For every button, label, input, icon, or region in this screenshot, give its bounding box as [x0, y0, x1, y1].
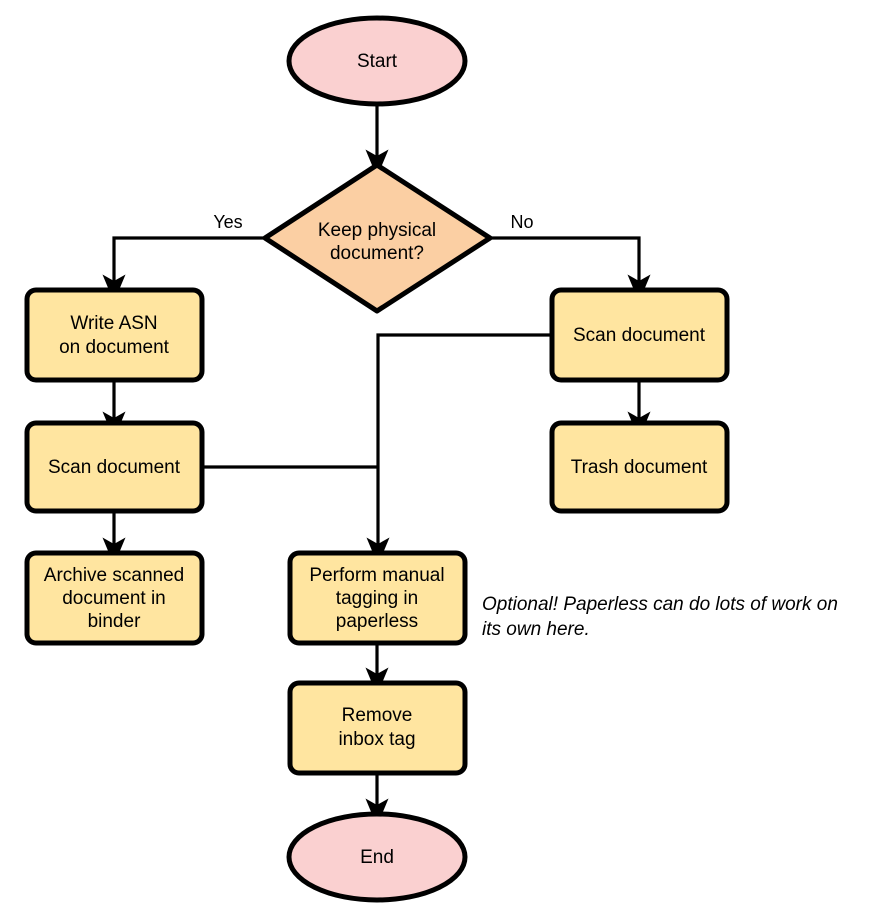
archive-label-line1: Archive scanned: [44, 565, 184, 586]
manual-tagging-label-line1: Perform manual: [309, 565, 444, 586]
edge-decision-yes-to-write-asn: [102, 236, 265, 303]
manual-tagging-box: [287, 550, 468, 646]
node-decision-keep-physical-document[interactable]: Keep physical document?: [262, 162, 493, 314]
write-asn-label-line2: on document: [59, 337, 170, 358]
end-ellipse: [286, 811, 468, 903]
edge-scan-right-to-manual-tagging: [366, 333, 552, 566]
node-scan-document-right[interactable]: Scan document: [549, 287, 730, 383]
edge-label-no: No: [510, 212, 533, 232]
node-start[interactable]: Start: [286, 15, 468, 107]
annotation-line2: its own here.: [482, 619, 590, 640]
decision-label-line1: Keep physical: [318, 220, 436, 241]
archive-label-line3: binder: [88, 611, 141, 632]
manual-tagging-label-line3: paperless: [336, 611, 418, 632]
node-perform-manual-tagging[interactable]: Perform manual tagging in paperless: [287, 550, 468, 646]
write-asn-box: [24, 287, 205, 383]
scan-document-right-label: Scan document: [573, 325, 706, 346]
edge-label-yes: Yes: [213, 212, 242, 232]
remove-inbox-tag-label-line1: Remove: [342, 705, 413, 726]
decision-label-line2: document?: [330, 243, 424, 264]
start-label: Start: [357, 51, 398, 72]
remove-inbox-tag-box: [287, 680, 468, 776]
edge-decision-no-to-scan-right: [490, 236, 651, 303]
node-write-asn-on-document[interactable]: Write ASN on document: [24, 287, 205, 383]
trash-document-box: [549, 420, 730, 514]
scan-document-left-box: [24, 420, 205, 514]
write-asn-label-line1: Write ASN: [70, 313, 157, 334]
annotation-optional-note: Optional! Paperless can do lots of work …: [482, 594, 838, 640]
trash-document-label: Trash document: [571, 457, 708, 478]
manual-tagging-label-line2: tagging in: [336, 588, 418, 609]
scan-document-left-label: Scan document: [48, 457, 181, 478]
start-ellipse: [286, 15, 468, 107]
end-label: End: [360, 847, 394, 868]
scan-document-right-box: [549, 287, 730, 383]
decision-diamond: [262, 162, 493, 314]
archive-label-line2: document in: [62, 588, 166, 609]
node-archive-scanned-document[interactable]: Archive scanned document in binder: [24, 550, 205, 646]
archive-box: [24, 550, 205, 646]
annotation-line1: Optional! Paperless can do lots of work …: [482, 594, 838, 615]
node-trash-document[interactable]: Trash document: [549, 420, 730, 514]
remove-inbox-tag-label-line2: inbox tag: [338, 729, 415, 750]
node-remove-inbox-tag[interactable]: Remove inbox tag: [287, 680, 468, 776]
node-scan-document-left[interactable]: Scan document: [24, 420, 205, 514]
node-end[interactable]: End: [286, 811, 468, 903]
